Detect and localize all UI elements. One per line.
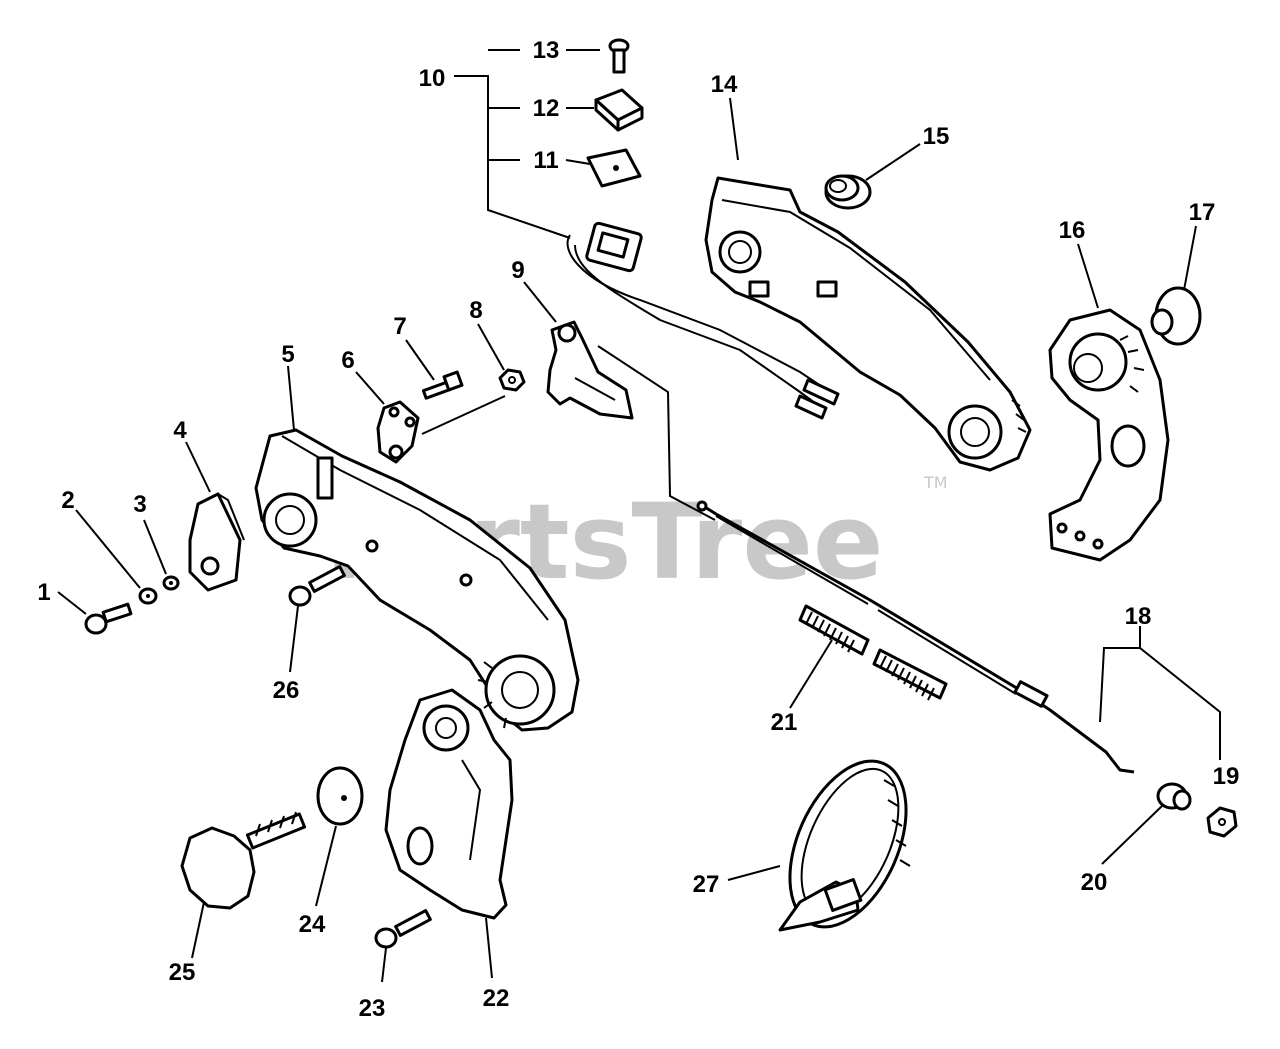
callout-23: 23: [359, 995, 386, 1022]
part-20-cable-end: [1156, 782, 1192, 811]
callout-16: 16: [1059, 217, 1086, 244]
callout-15: 15: [923, 123, 950, 150]
watermark-trademark: TM: [923, 473, 948, 492]
part-25-knob: [180, 811, 307, 910]
callout-17: 17: [1189, 199, 1216, 226]
callout-6: 6: [341, 347, 354, 374]
part-6-bracket: [376, 400, 420, 464]
callout-11: 11: [533, 147, 558, 174]
part-7-screw: [421, 370, 464, 400]
part-3-washer: [162, 575, 180, 591]
callout-5: 5: [281, 341, 294, 368]
part-26-screw: [288, 565, 346, 607]
part-15-grommet: [824, 174, 872, 210]
part-27-strap: [778, 759, 911, 932]
callout-18: 18: [1125, 603, 1152, 630]
throttle-cable: [696, 500, 1135, 774]
part-4-latch: [188, 492, 245, 592]
callout-4: 4: [173, 417, 187, 444]
callout-27: 27: [693, 871, 720, 898]
callout-3: 3: [133, 491, 146, 518]
part-2-washer: [138, 587, 158, 605]
part-11-plate: [586, 148, 642, 188]
callout-7: 7: [393, 313, 406, 340]
part-13-screw: [608, 38, 630, 74]
callout-26: 26: [273, 677, 300, 704]
callout-10: 10: [419, 65, 446, 92]
part-21-springs: [798, 604, 948, 701]
part-1-screw: [84, 602, 133, 635]
part-16-right-grip: [1048, 308, 1170, 562]
leader-lines: [57, 49, 1221, 983]
part-24-washer: [316, 766, 364, 826]
part-12-nut: [594, 88, 644, 132]
callout-14: 14: [711, 71, 738, 98]
part-17-cap: [1150, 286, 1202, 346]
callout-2: 2: [61, 487, 74, 514]
part-10-switch-harness: [566, 221, 840, 420]
callout-21: 21: [771, 709, 798, 736]
callout-25: 25: [169, 959, 196, 986]
callout-20: 20: [1081, 869, 1108, 896]
part-8-nut: [498, 368, 526, 392]
part-19-nut: [1206, 806, 1238, 838]
part-22-lower-grip: [384, 688, 514, 920]
part-9-throttle-trigger: [546, 320, 716, 521]
callout-13: 13: [533, 37, 560, 64]
callout-24: 24: [299, 911, 326, 938]
part-14-upper-handle: [704, 176, 1032, 472]
callout-8: 8: [469, 297, 482, 324]
callout-9: 9: [511, 257, 524, 284]
part-23-screw: [374, 909, 432, 949]
callout-labels: 1 2 3 4 5 6 7 8 9 10 11 12 13 14 15 16 1…: [37, 37, 1239, 1022]
callout-22: 22: [483, 985, 510, 1012]
callout-12: 12: [533, 95, 560, 122]
part-5-lower-handle: [254, 428, 580, 732]
callout-1: 1: [37, 579, 50, 606]
callout-19: 19: [1213, 763, 1240, 790]
